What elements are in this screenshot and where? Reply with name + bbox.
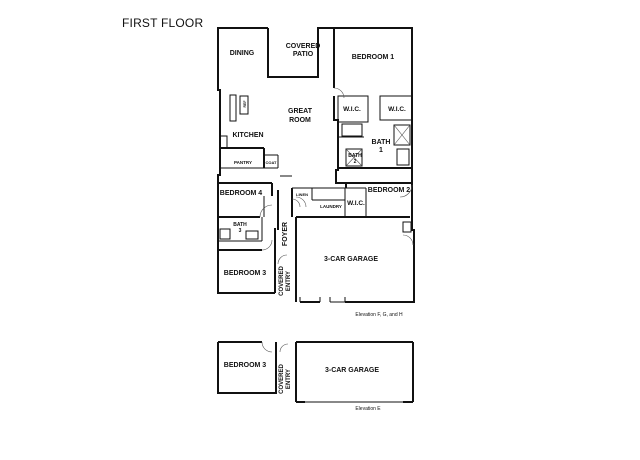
door-swing-entry <box>277 254 288 265</box>
label-covered-patio-line2: PATIO <box>293 51 314 58</box>
label-great-room-line2: ROOM <box>289 117 311 124</box>
label-linen: LINEN <box>296 192 308 197</box>
label-wic-right: W.I.C. <box>388 106 406 113</box>
wic-right-room <box>379 95 413 121</box>
outer-wall-right-top <box>334 27 413 185</box>
caption-main-elevation: Elevation F, G, and H <box>355 312 403 318</box>
label-great-room-line1: GREAT <box>288 108 313 115</box>
label-bath1-line2: 1 <box>379 147 383 154</box>
alt-bedroom3-walls <box>217 342 277 394</box>
wic-left-room <box>337 95 369 123</box>
label-bath2-line1: BATH <box>348 153 362 159</box>
garage-wall-right <box>345 215 415 303</box>
main-plan-walls <box>217 27 415 303</box>
outer-wall-top-patio <box>267 27 334 78</box>
bath3-toilet <box>219 228 231 240</box>
door-swing-bed4 <box>259 204 273 218</box>
label-covered-entry-alt-line1: COVERED <box>279 363 285 393</box>
label-bath1-line1: BATH <box>372 139 391 146</box>
label-bedroom1: BEDROOM 1 <box>352 54 395 61</box>
label-covered-patio-line1: COVERED <box>286 43 321 50</box>
label-laundry: LAUNDRY <box>320 204 342 209</box>
label-bath3-line2: 3 <box>239 228 242 234</box>
bath1-shower <box>393 124 411 146</box>
label-garage-main: 3-CAR GARAGE <box>324 256 378 263</box>
caption-alt-elevation: Elevation E <box>355 406 381 412</box>
room-labels: DINING COVERED PATIO BEDROOM 1 GREAT ROO… <box>220 43 411 394</box>
label-bedroom3-alt: BEDROOM 3 <box>224 362 267 369</box>
label-bedroom3-main: BEDROOM 3 <box>224 270 267 277</box>
label-refrigerator: REF <box>243 100 247 108</box>
bath1-tub <box>341 123 363 137</box>
label-wic-left: W.I.C. <box>343 106 361 113</box>
label-pantry: PANTRY <box>234 160 252 165</box>
label-foyer: FOYER <box>282 222 289 246</box>
label-garage-alt: 3-CAR GARAGE <box>325 367 379 374</box>
door-swing-laundry <box>295 196 307 208</box>
door-swing-bed1 <box>333 87 345 99</box>
label-bedroom2: BEDROOM 2 <box>368 187 411 194</box>
water-heater <box>402 221 412 233</box>
bath1-vanity <box>396 148 410 166</box>
page-title: FIRST FLOOR <box>122 16 204 30</box>
kitchen-counter <box>229 94 237 122</box>
label-covered-entry-line2: ENTRY <box>286 271 292 291</box>
label-bath2-line2: 2 <box>354 159 357 165</box>
label-bedroom4: BEDROOM 4 <box>220 190 263 197</box>
bath1-shower-x2 <box>393 124 411 146</box>
door-swing-foyer <box>291 198 301 208</box>
door-swing-bed2 <box>399 184 413 198</box>
door-swing-bed3 <box>261 239 273 251</box>
alt-plan-walls <box>217 341 414 403</box>
label-covered-entry-alt-line2: ENTRY <box>286 369 292 389</box>
bath2-room <box>345 148 363 167</box>
label-bath3-line1: BATH <box>233 222 247 228</box>
label-covered-entry-line1: COVERED <box>279 265 285 295</box>
label-dining: DINING <box>230 50 255 57</box>
outer-wall-left <box>217 27 275 294</box>
label-coat: COAT <box>265 160 277 165</box>
kitchen-pantry-shelf <box>219 135 228 149</box>
alt-door-swing-entry <box>279 343 289 353</box>
kitchen-island <box>239 95 249 115</box>
label-kitchen: KITCHEN <box>232 132 263 139</box>
bath2-x2 <box>345 148 363 167</box>
label-wic-bed2: W.I.C. <box>347 200 365 207</box>
door-swing-garage <box>402 234 414 246</box>
alt-door-swing-bed3 <box>261 341 273 353</box>
bath3-sink <box>245 230 259 240</box>
